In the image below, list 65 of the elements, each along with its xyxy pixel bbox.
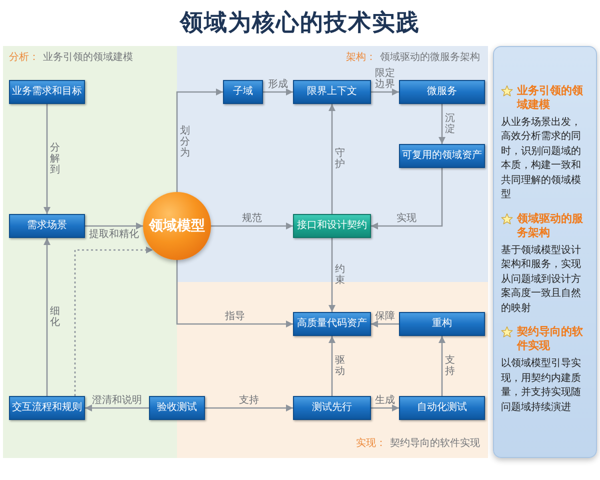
section-title: 业务引领的领域建模 [43,52,133,64]
slide-title: 领域为核心的技术实践 [180,9,420,38]
process-box: 业务需求和目标 [9,80,85,104]
arrow [371,168,443,230]
edge-label: 形成 [268,79,288,90]
process-box: 自动化测试 [399,396,485,420]
panel-heading: 业务引领的领域建模 [517,84,584,112]
section-tag: 架构： [346,52,376,64]
edge-label: 澄清和说明 [92,395,142,406]
arrow [176,88,223,192]
panel-text: 从业务场景出发，高效分析需求的同时，识别问题域的本质，构建一致和共同理解的领域模型 [501,116,582,202]
arrow [438,336,446,396]
arrow [263,88,293,96]
dotted-arrow [74,246,153,396]
arrow [44,238,50,396]
process-box: 子域 [223,80,263,104]
edge-label: 规范 [242,213,262,224]
process-box: 测试先行 [293,396,371,420]
edge-label: 细化 [50,306,60,328]
arrow [371,404,399,412]
edge-label: 划分为 [180,126,190,158]
process-box: 验收测试 [149,396,205,420]
edge-label: 驱动 [335,355,345,377]
edge-label: 支持 [445,355,455,377]
edge-label: 约束 [335,264,345,286]
edge-label: 限定边界 [374,68,396,90]
section-panel [3,46,177,458]
arrow [176,260,293,328]
edge-label: 生成 [375,395,395,406]
edge-label: 支持 [239,395,259,406]
arrow [371,88,399,96]
arrow [211,222,293,230]
arrow [44,104,50,214]
process-box: 接口和设计契约 [293,214,371,238]
section-title: 契约导向的软件实现 [390,438,480,450]
section-title: 领域驱动的微服务架构 [380,52,480,64]
arrow [85,404,149,412]
edge-label: 保障 [375,311,395,322]
process-box: 可复用的领域资产 [399,144,485,168]
arrow [438,104,446,144]
process-box: 限界上下文 [293,80,371,104]
arrow [371,320,399,328]
arrow [328,238,336,312]
arrow [205,404,293,412]
process-box: 重构 [399,312,485,336]
process-box: 微服务 [399,80,485,104]
section-tag: 分析： [9,52,39,64]
info-panel [493,46,597,458]
arrow [328,104,336,214]
edge-label: 实现 [396,213,416,224]
arrow [85,222,143,230]
panel-heading: 契约导向的软件实现 [517,325,584,354]
panel-text: 基于领域模型设计架构和服务，实现从问题域到设计方案高度一致且自然的映射 [501,244,582,316]
process-box: 需求场景 [9,214,85,238]
edge-label: 分解到 [50,142,60,176]
panel-text: 以领域模型引导实现，用契约内建质量，并支持实现随问题域持续演进 [501,357,582,415]
edge-label: 沉淀 [445,113,455,135]
arrow [328,336,336,396]
section-tag: 实现： [356,438,386,450]
process-box: 高质量代码资产 [293,312,371,336]
edge-label: 守护 [335,148,345,170]
process-box: 交互流程和规则 [9,396,85,420]
edge-label: 提取和精化 [89,229,139,240]
panel-heading: 领域驱动的服务架构 [517,212,584,240]
edge-label: 指导 [225,311,245,322]
